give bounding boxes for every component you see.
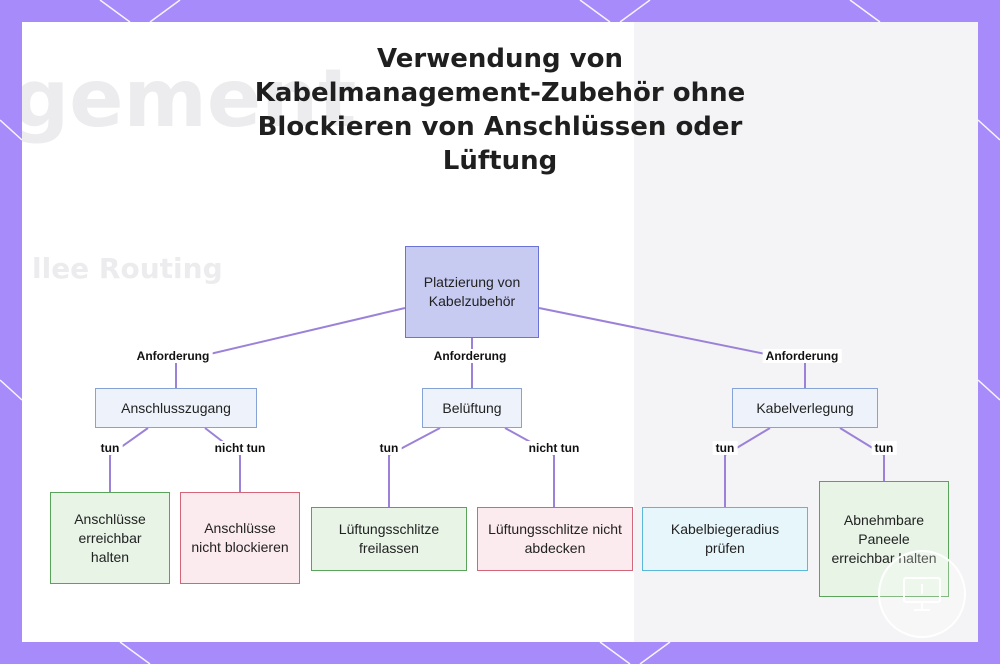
edge-label-requirement: Anforderung [430,349,510,363]
title-line: Lüftung [442,146,558,176]
corner-badge [878,550,966,638]
edge-label-requirement: Anforderung [762,349,842,363]
action-node-biegeradius: Kabelbiegeradius prüfen [642,507,808,571]
title-line: Blockieren von Anschlüssen oder [257,112,743,142]
action-node-anschluesse-nicht-blockieren: Anschlüsse nicht blockieren [180,492,300,584]
action-node-lueftung-nicht-abdecken: Lüftungsschlitze nicht abdecken [477,507,633,571]
edge-label-do: tun [376,441,402,455]
link-root-anschlusszugang [175,307,406,363]
category-node-kabelverlegung: Kabelverlegung [732,388,878,428]
title-line: Verwendung von [377,44,623,74]
category-node-anschlusszugang: Anschlusszugang [95,388,257,428]
diagram-title: Verwendung von Kabelmanagement-Zubehör o… [200,42,800,178]
edge-label-do: tun [871,441,897,455]
monitor-icon [903,577,941,611]
edge-label-do: tun [712,441,738,455]
action-node-anschluesse-erreichbar: Anschlüsse erreichbar halten [50,492,170,584]
background-watermark: gement [22,52,357,145]
edge-label-dont: nicht tun [525,441,583,455]
edge-label-requirement: Anforderung [133,349,213,363]
action-node-lueftung-freilassen: Lüftungsschlitze freilassen [311,507,467,571]
category-node-belueftung: Belüftung [422,388,522,428]
link-root-kabelverlegung [538,307,806,363]
edge-label-do: tun [97,441,123,455]
edge-label-dont: nicht tun [211,441,269,455]
root-node: Platzierung von Kabelzubehör [405,246,539,338]
title-line: Kabelmanagement-Zubehör ohne [254,78,746,108]
background-watermark: llee Routing [32,252,223,285]
